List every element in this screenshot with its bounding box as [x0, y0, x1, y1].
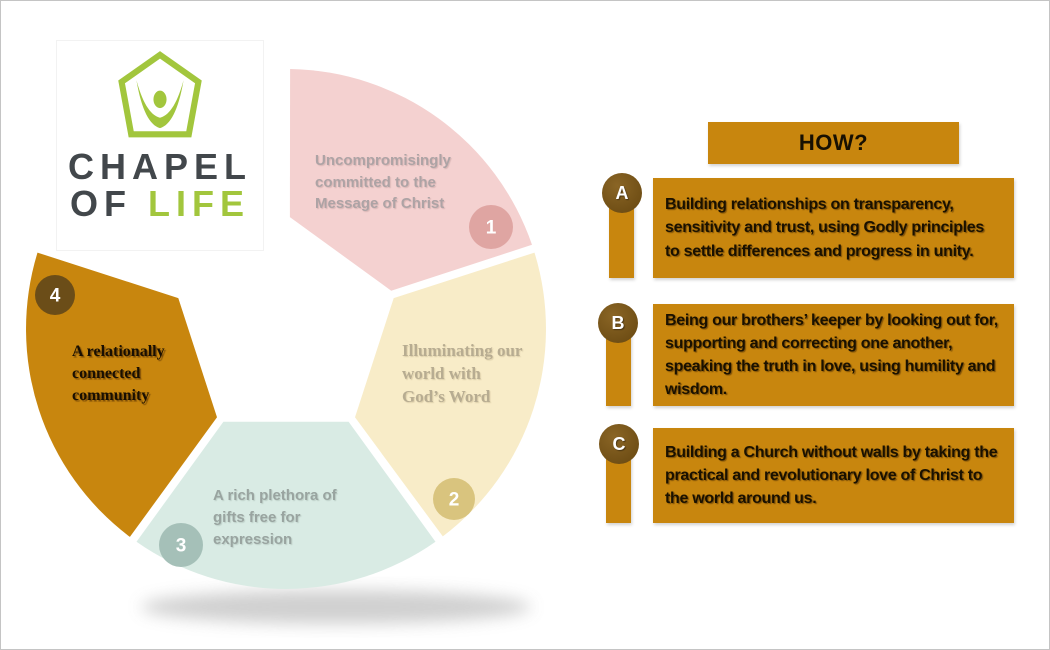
segment-3-teal-wedge	[136, 421, 436, 589]
segment-4-label: A relationally connected community	[72, 343, 165, 404]
item-c-marker: C	[599, 424, 639, 464]
item-b-text: Being our brothers’ keeper by looking ou…	[665, 311, 998, 399]
segment-1-number-badge	[469, 205, 513, 249]
segment-2-number: 2	[449, 490, 460, 511]
logo-text-life: LIFE	[148, 183, 250, 224]
segment-4-orange-wedge	[26, 252, 217, 537]
segment-2-number-badge	[433, 478, 475, 520]
segment-2-label: Illuminating our world with God’s Word	[402, 341, 523, 406]
segment-1-label: Uncompromisingly committed to the Messag…	[315, 152, 451, 212]
item-b-text-box: Being our brothers’ keeper by looking ou…	[653, 304, 1014, 406]
segment-3-number-badge	[159, 523, 203, 567]
logo-text-chapel: CHAPEL	[67, 146, 252, 187]
how-title-box: HOW?	[708, 122, 959, 164]
item-a-text-box: Building relationships on transparency, …	[653, 178, 1014, 278]
wheel-ground-shadow	[141, 590, 531, 624]
segment-4-number: 4	[50, 286, 61, 307]
segment-1-number: 1	[486, 218, 497, 239]
item-a-text: Building relationships on transparency, …	[665, 196, 985, 260]
item-c-text: Building a Church without walls by takin…	[665, 443, 998, 508]
logo-text-of: OF	[69, 183, 132, 224]
chapel-house-person-icon	[118, 51, 202, 138]
segment-2-cream-wedge	[355, 252, 546, 537]
segment-3-number: 3	[176, 536, 187, 557]
logo-text-of-life: OF LIFE	[57, 184, 263, 224]
item-a-marker: A	[602, 173, 642, 213]
item-c-text-box: Building a Church without walls by takin…	[653, 428, 1014, 523]
segment-4-number-badge	[35, 275, 75, 315]
item-b-marker: B	[598, 303, 638, 343]
segment-3-label: A rich plethora of gifts free for expres…	[213, 487, 337, 548]
chapel-of-life-logo: CHAPEL OF LIFE	[57, 41, 263, 250]
how-title: HOW?	[798, 130, 869, 155]
